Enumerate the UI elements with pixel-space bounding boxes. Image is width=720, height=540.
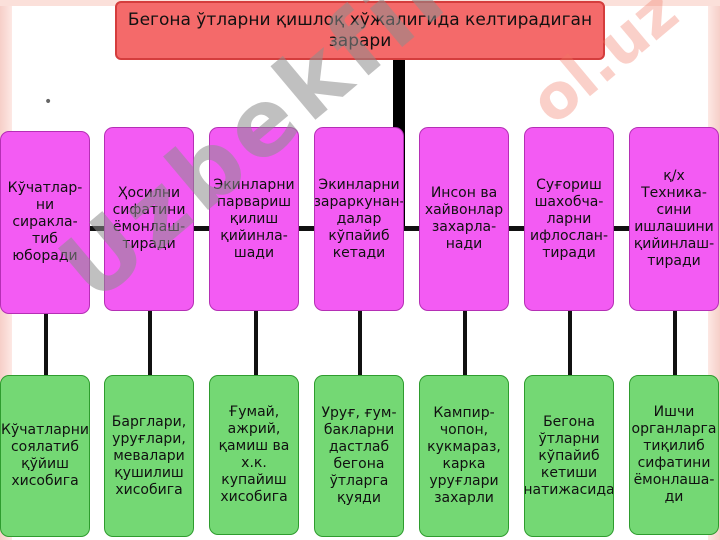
top-box-7: қ/х Техника-сини ишлашини қийинлаш-тирад… [629, 127, 719, 311]
connector-2 [148, 305, 152, 377]
connector-6 [568, 305, 572, 377]
connector-1 [44, 305, 48, 377]
bottom-box-7: Ишчи органларга тиқилиб сифатини ёмонлаш… [629, 375, 719, 535]
connector-5 [463, 305, 467, 377]
top-box-5: Инсон ва хайвонлар захарла-нади [419, 127, 509, 311]
bottom-box-6: Бегона ўтларни кўпайиб кетиши натижасида [524, 375, 614, 537]
bottom-box-4: Уруғ, ғум-бакларни дастлаб бегона ўтларг… [314, 375, 404, 537]
top-box-3: Экинларни парвариш қилиш қийинла­шади [209, 127, 299, 311]
bottom-box-3: Ғумай, ажрий, қамиш ва х.к. купайиш хисо… [209, 375, 299, 535]
top-box-2: Ҳосилни сифатини ёмонлаш­тиради [104, 127, 194, 311]
top-box-6: Суғориш шахобча-ларни ифлослан-тиради [524, 127, 614, 311]
bottom-box-5: Кампир-чопон, кукмараз, карка уруғлари з… [419, 375, 509, 537]
bottom-box-1: Кўчатларни соялатиб қўйиш хисобига [0, 375, 90, 537]
top-box-4: Экинларни зараркунан-далар кўпайиб кетад… [314, 127, 404, 311]
connector-3 [254, 305, 258, 377]
top-box-1: Кўчатлар-ни сиракла­тиб юборади [0, 131, 90, 314]
connector-7 [673, 305, 677, 377]
bullet-dot-1: • [44, 94, 53, 110]
connector-4 [358, 305, 362, 377]
bottom-box-2: Барглари, уруғлари, мевалари қушилиш хис… [104, 375, 194, 537]
diagram-title: Бегона ўтларни қишлоқ хўжалигида келтира… [115, 1, 605, 60]
